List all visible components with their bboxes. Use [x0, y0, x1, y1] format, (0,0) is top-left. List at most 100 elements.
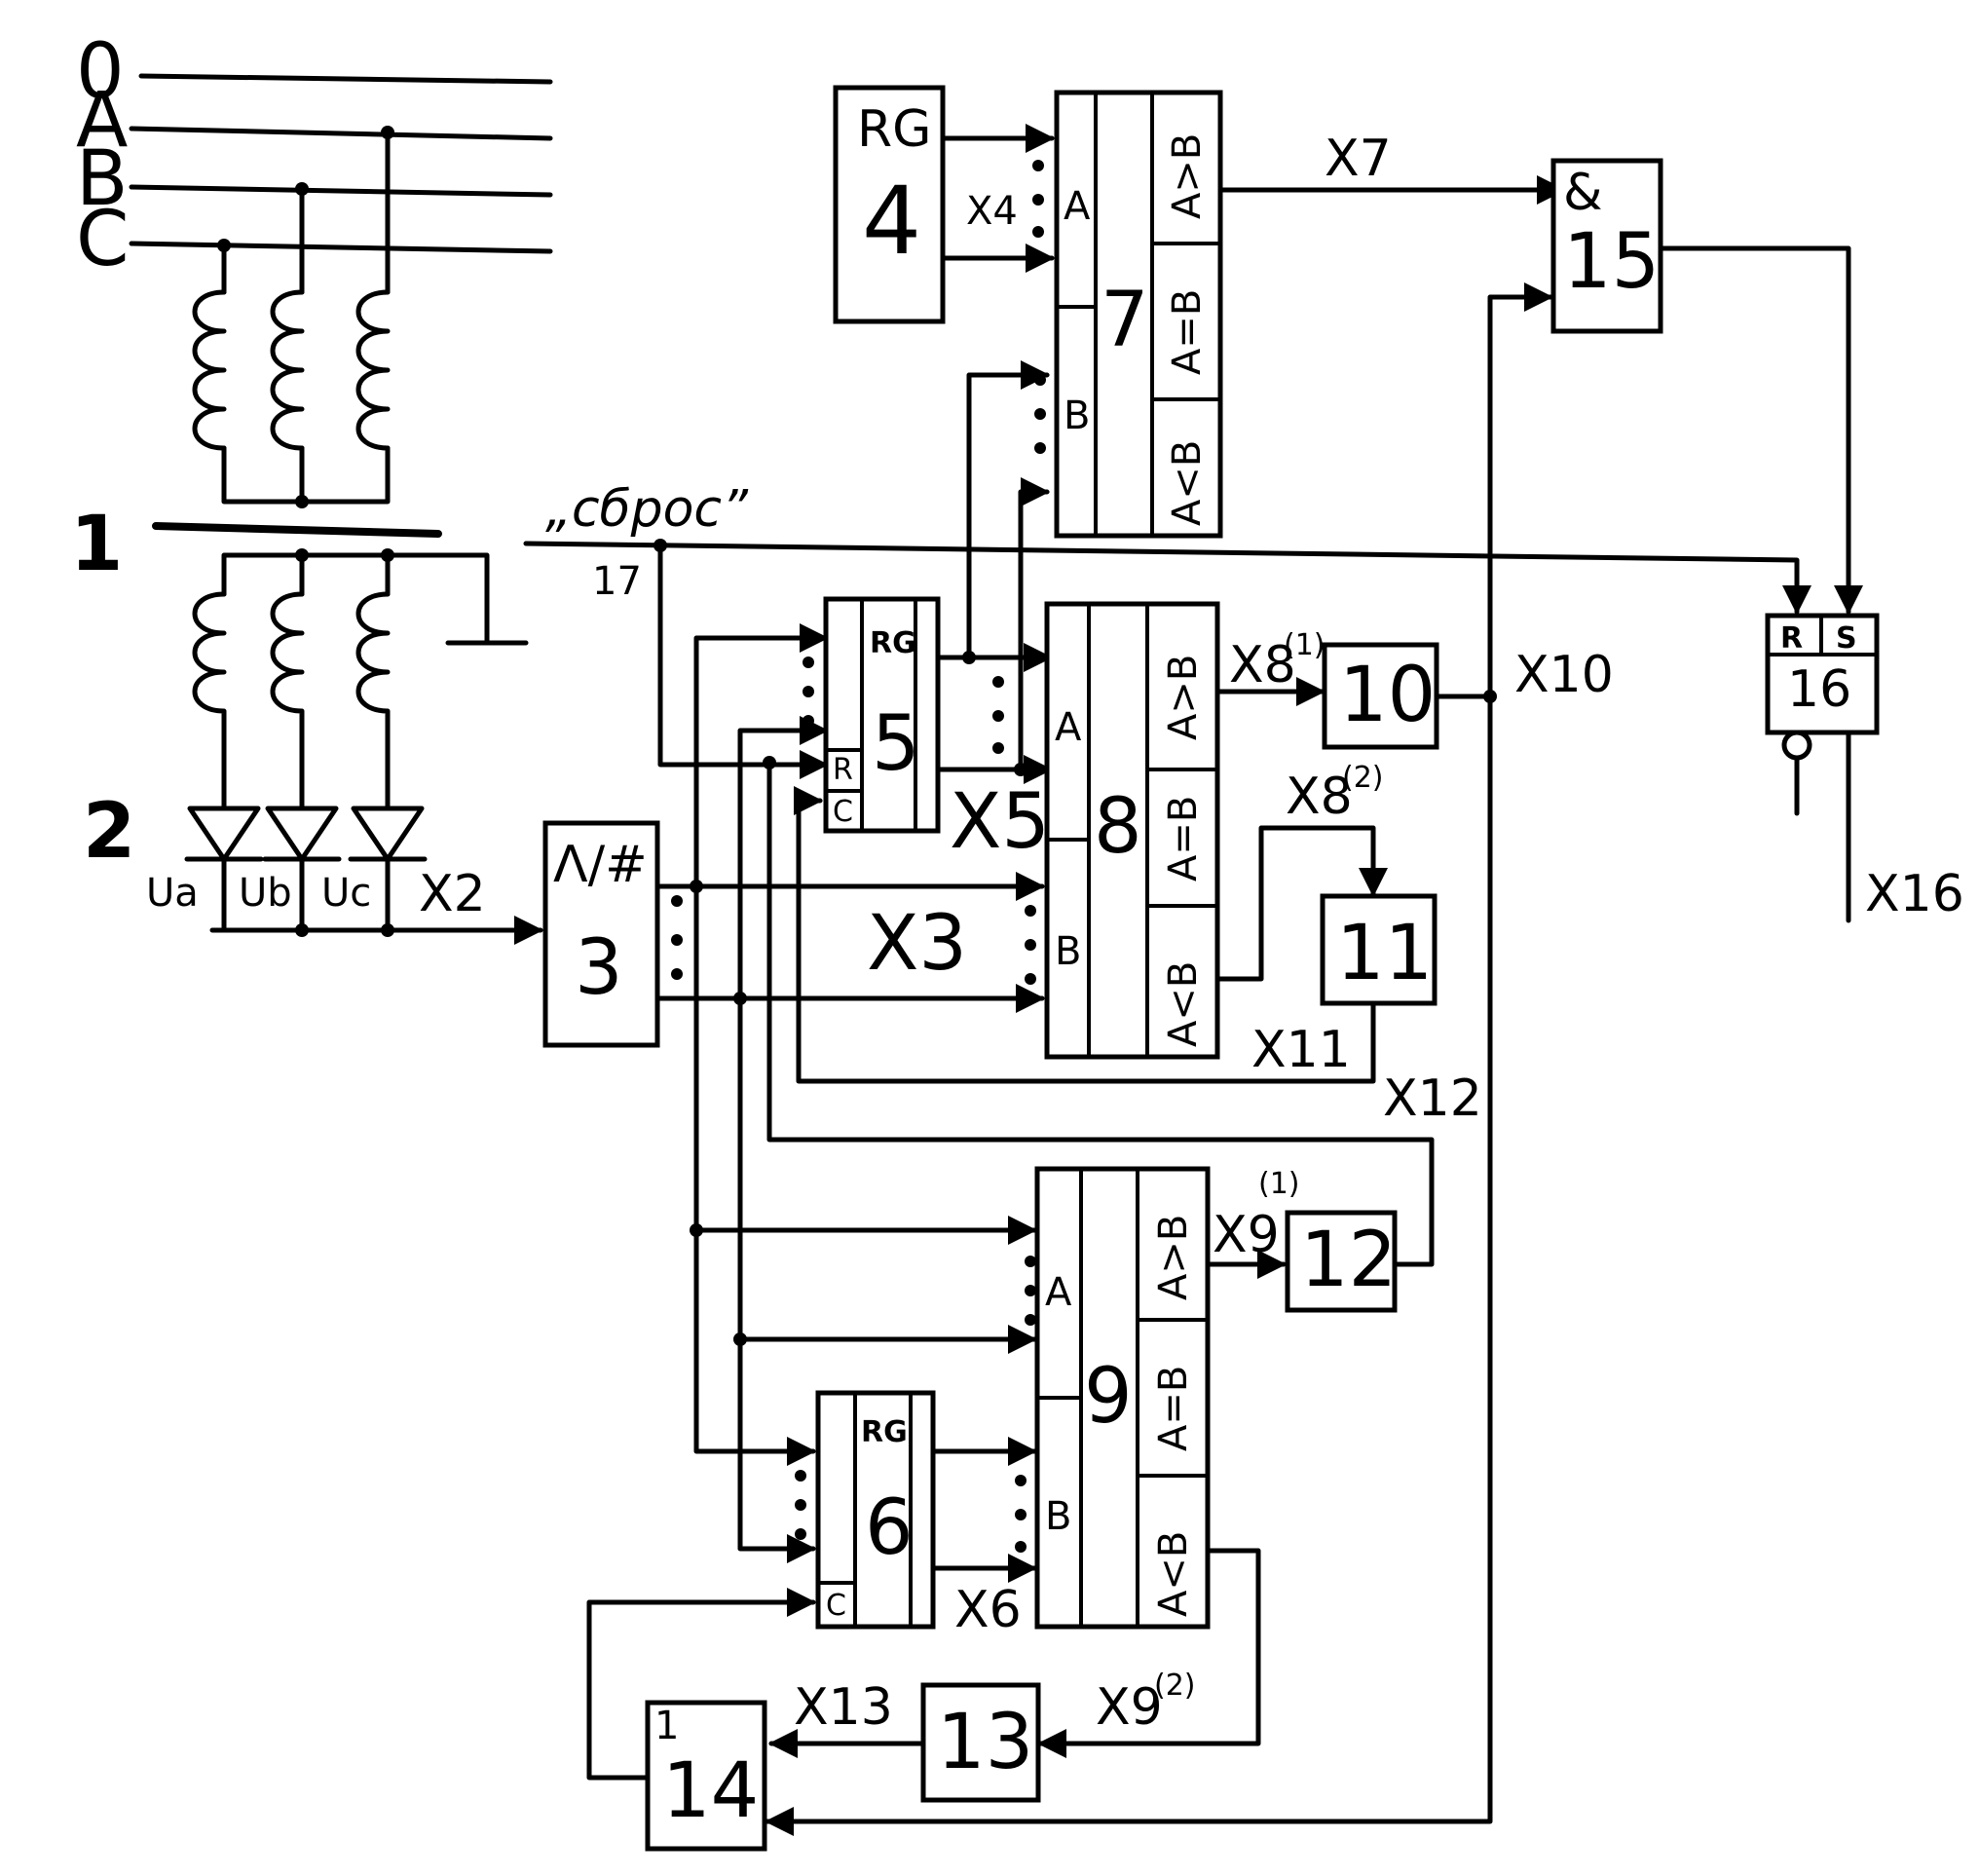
cmp8-number: 8 [1094, 783, 1142, 871]
cmp8-gt: A>B [1161, 655, 1206, 740]
x16-label: X16 [1865, 865, 1964, 923]
x12-dot [763, 756, 776, 769]
x3-label: X3 [867, 900, 967, 988]
and-15: & 15 [1550, 158, 1663, 334]
secondary-coil-1 [192, 591, 227, 811]
bus-to-6-bottom [737, 995, 816, 1563]
reg5-title: RG [870, 626, 916, 660]
reg4-number: 4 [862, 167, 921, 276]
block-14: 1 14 [645, 1700, 767, 1852]
block-3-adc: Λ/# 3 X3 [542, 820, 1045, 1048]
cmp9-lt: A<B [1151, 1531, 1196, 1617]
cmp9-number: 9 [1084, 1353, 1133, 1441]
x8-label: X8 [1229, 636, 1296, 694]
x11-wire [794, 786, 1376, 1084]
primary-coil-3 [355, 289, 391, 451]
cmp8-eq: A=B [1161, 796, 1206, 882]
transformer-core [152, 522, 442, 538]
x9a-sup: (1) [1258, 1167, 1300, 1201]
phase-b-label: B [76, 135, 129, 223]
phase-a-label: A [76, 77, 128, 165]
diode-b [262, 806, 342, 933]
reset-line: „сброс” 17 [523, 480, 1811, 779]
x6-dot-2 [1015, 1509, 1027, 1520]
primary-leads [221, 130, 391, 295]
comparator-9: A B 9 A>B A=B A<B [1034, 1166, 1211, 1630]
trig16-s: S [1836, 621, 1857, 656]
reset-wire-to-16 [523, 541, 1811, 615]
block-12-number: 12 [1300, 1217, 1397, 1304]
reg6-number: 6 [865, 1484, 914, 1572]
block-14-number: 14 [662, 1747, 759, 1835]
x10-to-14 [765, 694, 1493, 1836]
block-5-register: RG 5 R C X5 [803, 596, 1050, 866]
cmp9a-dot-1 [1025, 1256, 1036, 1267]
adc-top-label: Λ/# [553, 836, 648, 894]
reg6-c: C [826, 1589, 846, 1623]
x6-dot-1 [1015, 1475, 1027, 1486]
power-section: 0 A B C 1 [70, 28, 553, 945]
secondary-dot-2 [381, 548, 394, 562]
x6-label: X6 [954, 1581, 1022, 1639]
x2-dot-2 [381, 923, 394, 937]
cmp7-eq: A=B [1165, 289, 1210, 375]
x8b-sup: (2) [1342, 761, 1384, 795]
primary-star [221, 445, 391, 505]
x12-label: X12 [1383, 1069, 1482, 1128]
secondary-star [221, 552, 529, 646]
transformer-label: 1 [70, 501, 123, 588]
cmp9-gt: A>B [1151, 1215, 1196, 1300]
x9a-label: X9 [1213, 1206, 1280, 1264]
secondary-coil-3 [355, 591, 391, 811]
reg6-title: RG [861, 1415, 908, 1449]
adc-number: 3 [575, 924, 623, 1012]
bus-to-5-bottom [737, 716, 829, 1001]
adc-bus [690, 623, 1037, 1563]
trig16-r: R [1780, 621, 1803, 656]
x11-label: X11 [1251, 1021, 1351, 1079]
cmp9-a: A [1045, 1270, 1072, 1315]
cmp7-lt: A<B [1165, 440, 1210, 526]
line-zero [138, 73, 553, 85]
trig16-inverted-output [1781, 730, 1812, 761]
bus-to-5-top [693, 623, 829, 889]
phase-c-label: C [76, 196, 129, 283]
comparator-7: A B 7 A>B A=B A<B [1034, 90, 1223, 539]
primary-coil-2 [270, 289, 305, 451]
x10-to-and15 [1487, 282, 1553, 699]
cmp7-a: A [1064, 184, 1091, 229]
x8-2-wire [1214, 825, 1388, 982]
x9-2-wire [1037, 1548, 1261, 1758]
x2-dot-1 [295, 923, 309, 937]
line-b [129, 184, 553, 198]
cmp7-gt: A>B [1165, 133, 1210, 219]
diode-c [348, 806, 428, 933]
x8-sup: (1) [1284, 628, 1326, 662]
cmp8-a: A [1055, 705, 1082, 750]
reg5-r: R [833, 753, 853, 787]
block-13: 13 [920, 1682, 1041, 1803]
x7-label: X7 [1325, 130, 1392, 188]
x5-label: X5 [950, 778, 1050, 866]
line-a [129, 126, 553, 141]
cmp8-lt: A<B [1161, 961, 1206, 1047]
primary-coil-1 [192, 289, 227, 451]
diode-c-label: Uc [321, 871, 371, 916]
trig16-number: 16 [1787, 660, 1851, 719]
comparator-8: A B 8 A>B A=B A<B [1025, 601, 1220, 1060]
block-10: 10 [1322, 642, 1439, 750]
diode-a-label: Ua [146, 871, 199, 916]
and15-sym: & [1563, 164, 1603, 222]
cmp9a-dot-3 [1025, 1314, 1036, 1326]
x10-label: X10 [1514, 646, 1614, 704]
cmp7-b: B [1064, 394, 1090, 438]
x12-wire [766, 760, 1435, 1267]
reg5-c: C [833, 795, 853, 829]
block-10-number: 10 [1339, 652, 1436, 739]
x6-dot-3 [1015, 1541, 1027, 1553]
x4-label: X4 [966, 189, 1018, 234]
trigger-16: R S 16 [1765, 613, 1880, 761]
phase-0-label: 0 [76, 28, 125, 116]
secondary-dot-1 [295, 548, 309, 562]
b14-to-reg6-c [586, 1588, 816, 1781]
